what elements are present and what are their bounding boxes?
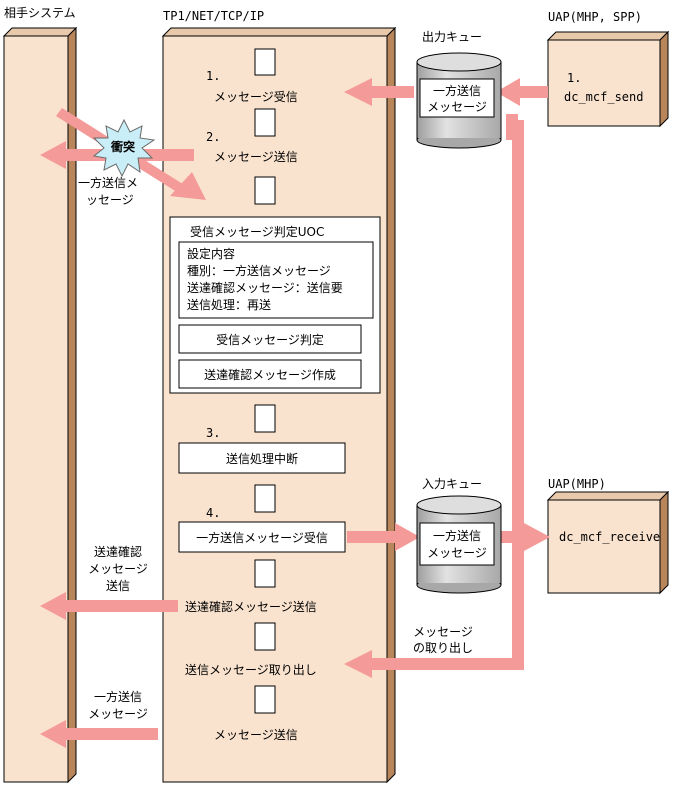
uap-send-label: UAP(MHP, SPP)	[548, 10, 642, 24]
uoc-setting-process: 送信処理：再送	[187, 297, 271, 312]
step3-box	[178, 442, 346, 474]
uoc-judge-box	[178, 324, 362, 354]
uoc-settings-title: 設定内容	[187, 246, 235, 261]
uoc-title: 受信メッセージ判定UOC	[190, 224, 324, 239]
uoc-settings-box	[178, 241, 374, 319]
ack-send-text: 送達確認メッセージ送信	[185, 599, 317, 614]
input-queue-msg-line1: 一方送信	[433, 528, 481, 543]
uoc-setting-ack: 送達確認メッセージ：送信要	[187, 280, 343, 295]
uoc-create-ack-label: 送達確認メッセージ作成	[204, 367, 336, 382]
dc-mcf-send-label: dc_mcf_send	[564, 90, 643, 104]
step4-number: 4.	[206, 506, 220, 520]
step1-number: 1.	[206, 69, 220, 83]
step4-box	[178, 521, 346, 553]
collision-msg-line2: ッセージ	[86, 193, 134, 207]
dc-mcf-receive-label: dc_mcf_receive	[559, 530, 660, 544]
step4-text: 一方送信メッセージ受信	[196, 530, 328, 545]
collision-msg-line1: 一方送信メ	[78, 175, 138, 190]
step2-text: メッセージ送信	[214, 149, 298, 164]
takeout-label-line2: の取り出し	[413, 641, 473, 655]
step3-number: 3.	[206, 426, 220, 440]
uoc-create-ack-box	[178, 359, 362, 389]
takeout-label-line1: メッセージ	[413, 625, 473, 639]
step2-number: 2.	[206, 130, 220, 144]
process-markers	[254, 48, 276, 714]
output-queue-cylinder	[416, 52, 502, 149]
output-queue-label: 出力キュー	[422, 30, 482, 44]
uap-send-box	[546, 30, 670, 128]
uoc-setting-type: 種別：一方送信メッセージ	[187, 263, 331, 278]
input-queue-msg-line2: メッセージ	[427, 546, 487, 560]
uap-receive-box	[546, 490, 670, 595]
uap-receive-label: UAP(MHP)	[548, 477, 606, 491]
ack-label-line2: メッセージ	[88, 562, 148, 576]
partner-system-label: 相手システム	[4, 6, 76, 20]
tp1-label: TP1/NET/TCP/IP	[163, 9, 264, 23]
ack-label-line3: 送信	[106, 578, 130, 593]
step3-text: 送信処理中断	[226, 451, 298, 466]
partner-system-column	[2, 26, 78, 784]
step1-text: メッセージ受信	[214, 90, 298, 104]
oneway-label-line2: メッセージ	[88, 707, 148, 721]
oneway-label-line1: 一方送信	[94, 689, 142, 704]
output-queue-msg-line2: メッセージ	[427, 100, 487, 114]
collision-label: 衝突	[110, 139, 135, 154]
msg-send-text: メッセージ送信	[214, 727, 298, 742]
input-queue-cylinder	[416, 495, 502, 594]
ack-label-line1: 送達確認	[94, 544, 142, 559]
uoc-judge-label: 受信メッセージ判定	[216, 332, 324, 347]
uap-step-number: 1.	[567, 71, 581, 85]
take-out-text: 送信メッセージ取り出し	[185, 662, 317, 677]
output-queue-msg-line1: 一方送信	[433, 83, 481, 98]
collision-burst	[92, 118, 156, 178]
input-queue-label: 入力キュー	[422, 477, 482, 491]
